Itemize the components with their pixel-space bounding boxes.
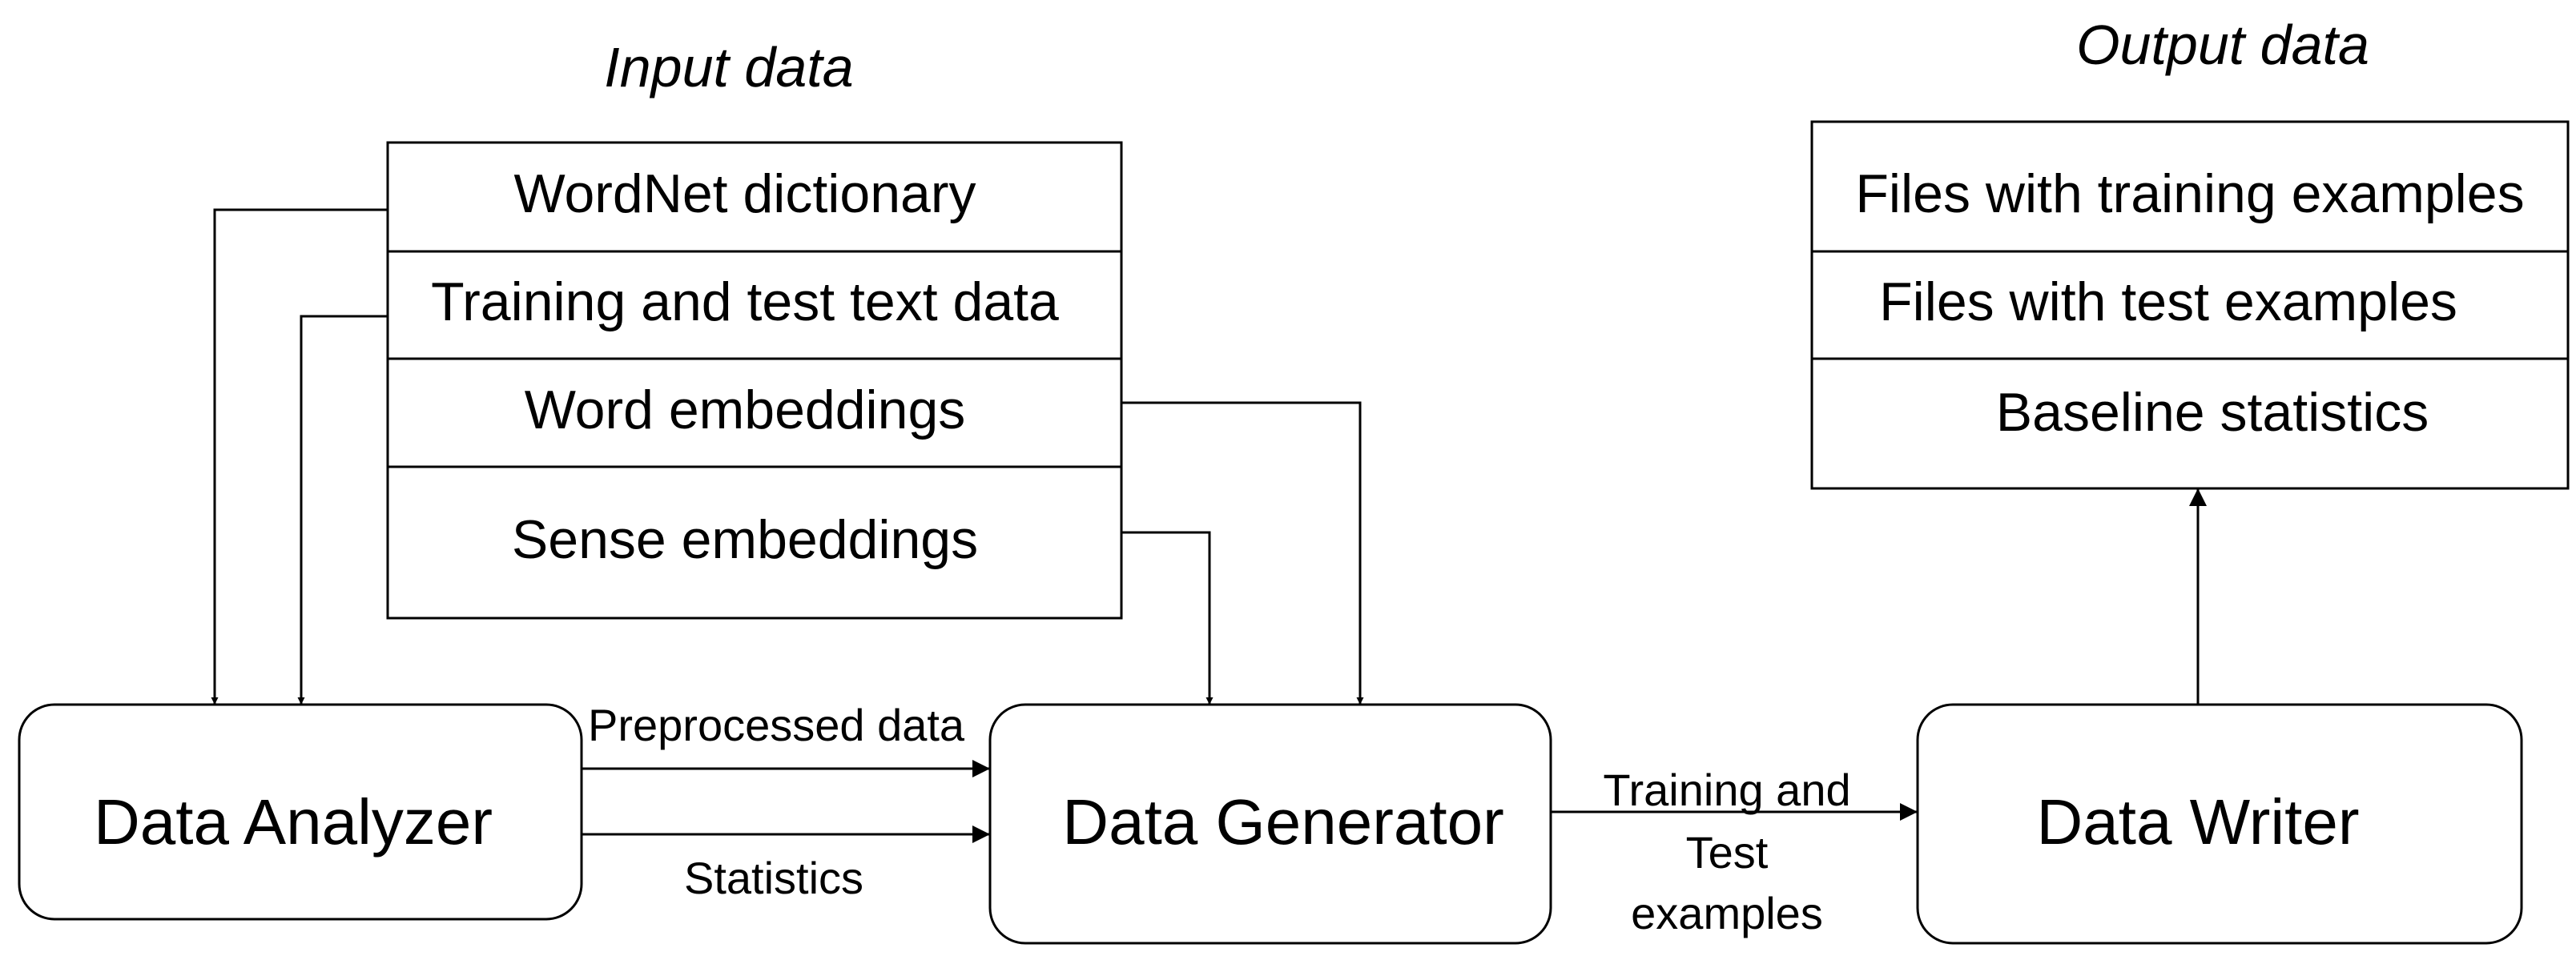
data-writer-label: Data Writer <box>2036 786 2359 858</box>
arrow-sense-embeddings-to-generator <box>1121 531 1214 705</box>
label-preprocessed-data: Preprocessed data <box>588 700 965 750</box>
output-item-test-files: Files with test examples <box>1879 271 2457 332</box>
label-examples-line-2: Test <box>1686 827 1769 878</box>
label-statistics: Statistics <box>684 853 863 903</box>
label-examples-line-1: Training and <box>1603 765 1850 815</box>
output-item-training-files: Files with training examples <box>1855 163 2524 224</box>
data-writer-box: Data Writer <box>1916 703 2523 945</box>
arrow-text-data-to-analyzer <box>297 315 388 705</box>
input-item-word-embeddings: Word embeddings <box>525 380 966 440</box>
output-data-heading: Output data <box>2076 14 2369 76</box>
data-generator-label: Data Generator <box>1062 786 1503 858</box>
data-generator-box: Data Generator <box>988 703 1552 945</box>
input-item-training-test-text: Training and test text data <box>431 271 1059 332</box>
input-item-wordnet-dictionary: WordNet dictionary <box>514 163 976 224</box>
data-analyzer-label: Data Analyzer <box>94 786 493 858</box>
label-examples-line-3: examples <box>1631 888 1823 938</box>
output-item-baseline-statistics: Baseline statistics <box>1996 382 2429 443</box>
arrow-word-embeddings-to-generator <box>1121 401 1364 705</box>
input-data-table: WordNet dictionary Training and test tex… <box>386 141 1123 620</box>
data-analyzer-box: Data Analyzer <box>18 703 583 921</box>
output-data-table: Files with training examples Files with … <box>1810 120 2570 490</box>
input-data-heading: Input data <box>604 36 853 98</box>
arrow-wordnet-to-analyzer <box>211 208 388 705</box>
input-item-sense-embeddings: Sense embeddings <box>512 509 978 570</box>
